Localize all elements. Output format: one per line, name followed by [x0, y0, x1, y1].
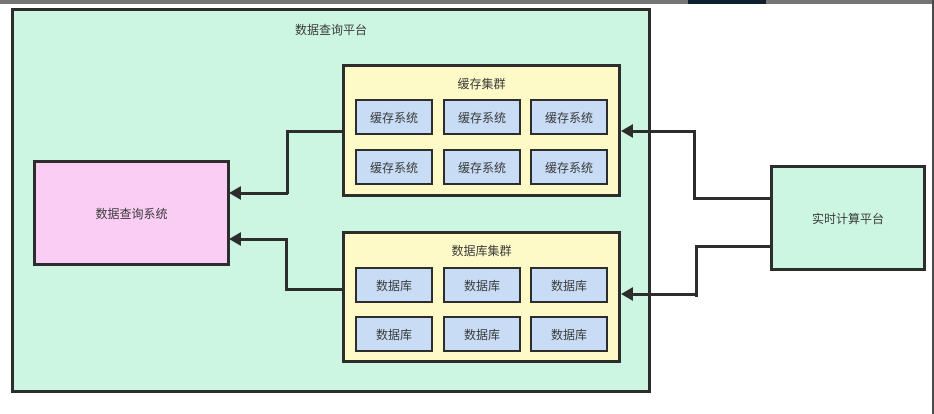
window-top-edge-dark-segment — [688, 0, 766, 4]
connector-db-to-query — [285, 238, 288, 291]
arrowhead-icon — [621, 287, 633, 301]
arrowhead-icon — [229, 232, 241, 246]
platform-title: 数据查询平台 — [294, 23, 367, 37]
database-node-label: 数据库 — [375, 327, 412, 342]
realtime-platform-label: 实时计算平台 — [811, 211, 884, 226]
query-system-box: 数据查询系统 — [33, 160, 230, 266]
database-node: 数据库 — [355, 316, 433, 352]
cache-node-label: 缓存系统 — [457, 160, 506, 175]
cache-node: 缓存系统 — [443, 99, 521, 135]
realtime-platform-box: 实时计算平台 — [770, 165, 926, 271]
database-node-label: 数据库 — [550, 327, 587, 342]
connector-cache-to-query — [286, 130, 289, 194]
database-node: 数据库 — [530, 267, 608, 303]
cache-node-label: 缓存系统 — [457, 110, 506, 125]
window-top-edge — [0, 0, 934, 4]
database-node-label: 数据库 — [375, 278, 412, 293]
database-node: 数据库 — [355, 267, 433, 303]
cache-node-label: 缓存系统 — [544, 110, 593, 125]
connector-realtime-to-db — [696, 245, 770, 248]
database-node: 数据库 — [530, 316, 608, 352]
cache-cluster-box: 缓存集群 缓存系统 缓存系统 缓存系统 缓存系统 缓存系统 缓存系统 — [342, 64, 621, 197]
database-node-label: 数据库 — [463, 327, 500, 342]
connector-realtime-to-db — [695, 245, 698, 297]
connector-realtime-to-cache — [633, 130, 695, 133]
connector-realtime-to-cache — [694, 197, 770, 200]
connector-realtime-to-db — [633, 293, 697, 296]
connector-db-to-query — [286, 288, 342, 291]
arrowhead-icon — [229, 186, 241, 200]
cache-node: 缓存系统 — [443, 149, 521, 185]
arrowhead-icon — [621, 124, 633, 138]
database-cluster-title: 数据库集群 — [451, 244, 512, 258]
cache-node: 缓存系统 — [530, 149, 608, 185]
database-node: 数据库 — [443, 316, 521, 352]
connector-cache-to-query — [287, 130, 342, 133]
connector-db-to-query — [240, 238, 287, 241]
cache-node: 缓存系统 — [355, 149, 433, 185]
connector-realtime-to-cache — [693, 130, 696, 200]
cache-node-label: 缓存系统 — [544, 160, 593, 175]
cache-node-label: 缓存系统 — [369, 160, 418, 175]
cache-node-label: 缓存系统 — [369, 110, 418, 125]
database-node-label: 数据库 — [463, 278, 500, 293]
database-node: 数据库 — [443, 267, 521, 303]
database-node-label: 数据库 — [550, 278, 587, 293]
cache-cluster-title: 缓存集群 — [457, 77, 506, 91]
connector-cache-to-query — [240, 192, 288, 195]
query-system-label: 数据查询系统 — [95, 206, 168, 221]
window-right-edge — [932, 0, 934, 414]
cache-node: 缓存系统 — [530, 99, 608, 135]
cache-node: 缓存系统 — [355, 99, 433, 135]
database-cluster-box: 数据库集群 数据库 数据库 数据库 数据库 数据库 数据库 — [342, 231, 621, 363]
